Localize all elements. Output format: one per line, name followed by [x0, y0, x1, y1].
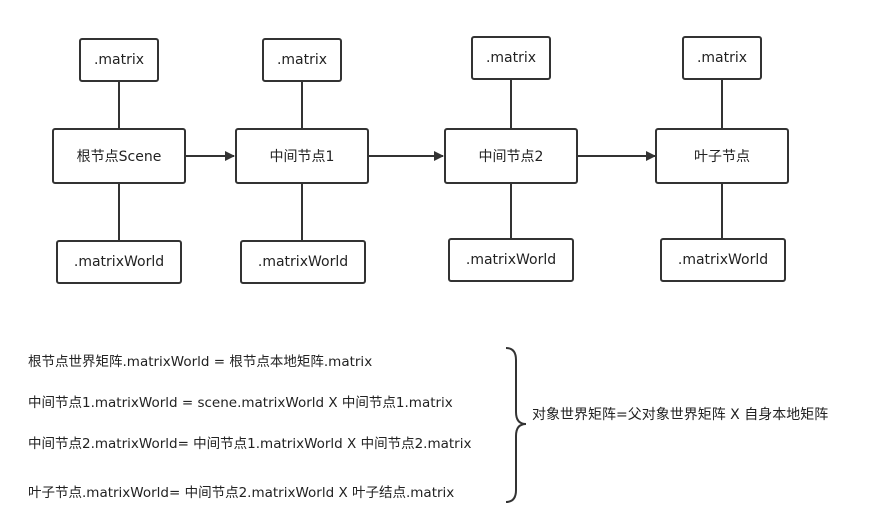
matrix-box-mid1: .matrix: [262, 38, 342, 82]
matrixworld-label: .matrixWorld: [677, 252, 769, 268]
matrixworld-label: .matrixWorld: [257, 254, 349, 270]
matrix-label: .matrix: [93, 52, 145, 68]
formula-leaf: 叶子节点.matrixWorld= 中间节点2.matrixWorld X 叶子…: [28, 485, 455, 501]
formula-root: 根节点世界矩阵.matrixWorld = 根节点本地矩阵.matrix: [28, 354, 373, 370]
node-middle-2: 中间节点2: [444, 128, 578, 184]
matrixworld-label: .matrixWorld: [465, 252, 557, 268]
matrixworld-box-mid1: .matrixWorld: [240, 240, 366, 284]
matrixworld-box-leaf: .matrixWorld: [660, 238, 786, 282]
node-middle-1: 中间节点1: [235, 128, 369, 184]
matrix-box-mid2: .matrix: [471, 36, 551, 80]
matrix-label: .matrix: [276, 52, 328, 68]
matrix-label: .matrix: [696, 50, 748, 66]
formula-middle-2: 中间节点2.matrixWorld= 中间节点1.matrixWorld X 中…: [28, 436, 472, 452]
summary-rule: 对象世界矩阵=父对象世界矩阵 X 自身本地矩阵: [532, 407, 829, 423]
node-leaf: 叶子节点: [655, 128, 789, 184]
matrixworld-box-mid2: .matrixWorld: [448, 238, 574, 282]
formula-middle-1: 中间节点1.matrixWorld = scene.matrixWorld X …: [28, 395, 453, 411]
matrixworld-box-root: .matrixWorld: [56, 240, 182, 284]
node-root-scene: 根节点Scene: [52, 128, 186, 184]
matrixworld-label: .matrixWorld: [73, 254, 165, 270]
node-label: 根节点Scene: [76, 149, 162, 165]
matrix-box-root: .matrix: [79, 38, 159, 82]
node-label: 中间节点1: [269, 149, 335, 165]
curly-brace: [505, 347, 527, 503]
matrix-label: .matrix: [485, 50, 537, 66]
node-label: 叶子节点: [694, 149, 750, 165]
node-label: 中间节点2: [478, 149, 544, 165]
matrix-box-leaf: .matrix: [682, 36, 762, 80]
